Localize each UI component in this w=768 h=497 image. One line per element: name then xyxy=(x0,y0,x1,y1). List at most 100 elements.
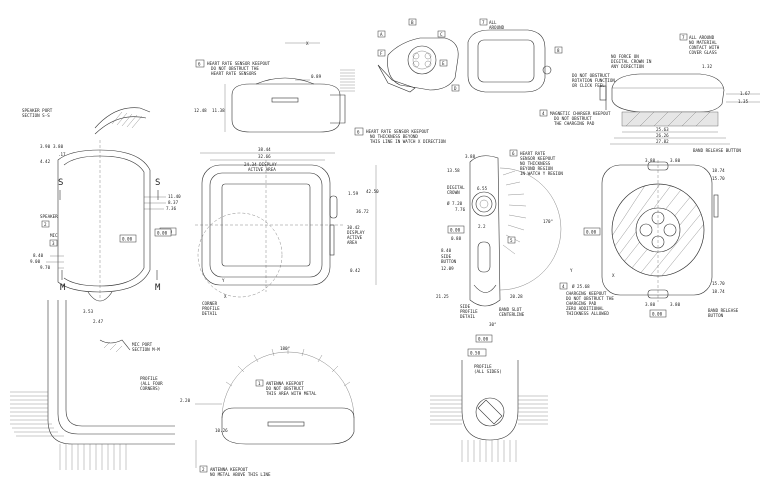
charging-keepout-5: THICKNESS ALLOWED xyxy=(566,311,609,316)
dim-25-63: 25.63 xyxy=(656,127,669,132)
dim-4-42: 4.42 xyxy=(40,159,51,164)
charging-keepout-2: DO NOT OBSTRUCT THE xyxy=(566,296,614,301)
profile-corners-3: CORNERS) xyxy=(140,386,160,391)
digital-crown-circle xyxy=(471,191,497,217)
dia-25-68: Ø 25.68 xyxy=(572,284,590,289)
dim-1-32: 1.32 xyxy=(702,64,713,69)
charger-keepout-1: MAGNETIC CHARGER KEEPOUT xyxy=(550,111,611,116)
tag-c: C xyxy=(440,32,443,37)
dim-18-74: 18.74 xyxy=(712,168,725,173)
dim-2-2: 2.2 xyxy=(478,224,486,229)
all-around-r3: CONTACT WITH xyxy=(689,45,720,50)
all-around-r4: COVER GLASS xyxy=(689,50,717,55)
dim-2-20: 2.20 xyxy=(180,398,191,403)
corner-detail-circle xyxy=(197,212,283,298)
profile-corners-2: (ALL FOUR xyxy=(140,381,163,386)
tag-e: E xyxy=(442,61,445,66)
dim-24-34-display: 24.34 DISPLAY xyxy=(244,162,277,167)
watch-side-body xyxy=(231,83,341,133)
mic-port-1: MIC PORT xyxy=(132,342,153,347)
profile-crown-circle xyxy=(475,397,505,427)
side-button-1: SIDE xyxy=(441,254,452,259)
all-around-1: ALL xyxy=(489,20,497,25)
angle-170: 170° xyxy=(543,219,553,224)
crown-note2-2: ROTATION FUNCTION xyxy=(572,78,615,83)
dim-2-47: 2.47 xyxy=(93,319,104,324)
crown-note2-3: OR CLICK FEEL xyxy=(572,83,605,88)
tag-7: 7 xyxy=(482,20,485,25)
dim-21-25: 21.25 xyxy=(436,294,449,299)
speaker-profile-curve-inner xyxy=(94,116,147,135)
display-active-1: DISPLAY xyxy=(347,230,365,235)
charging-keepout-3: CHARGING PAD xyxy=(566,301,597,306)
dim-10-26: 10.26 xyxy=(215,428,228,433)
profile-sides-2: (ALL SIDES) xyxy=(474,369,502,374)
dim-0-00-front: 0.00 xyxy=(157,231,168,236)
section-m-left: M xyxy=(60,283,66,293)
display-active-2: ACTIVE xyxy=(347,235,363,240)
tag-f: F xyxy=(380,51,383,56)
corner-profile-detail: MIC PORT SECTION M-M PROFILE (ALL FOUR C… xyxy=(10,300,175,470)
side-profile-2: PROFILE xyxy=(460,309,478,314)
watch-front-perspective xyxy=(467,29,546,93)
band-slot-1: BAND SLOT xyxy=(499,307,522,312)
crown-note-3: ANY DIRECTION xyxy=(611,64,644,69)
corner-profile-3: DETAIL xyxy=(202,311,218,316)
x-axis-label: X xyxy=(306,41,309,46)
antenna-keepout-2: DO NOT OBSTRUCT xyxy=(266,386,304,391)
perspective-band-edge xyxy=(377,64,416,93)
dim-12-09: 12.09 xyxy=(441,266,454,271)
corner-hatch-lines xyxy=(10,391,127,470)
dim-9-00-left: 9.00 xyxy=(30,259,41,264)
side-button-front xyxy=(329,224,335,256)
dim-0-50: 0.50 xyxy=(470,351,481,356)
dim-8-40-crown: 8.40 xyxy=(441,248,452,253)
dim-18-74-b: 18.74 xyxy=(712,289,725,294)
dim-0-42: 0.42 xyxy=(350,268,361,273)
display-active-3: AREA xyxy=(347,240,358,245)
antenna-keepout2-1: ANTENNA KEEPOUT xyxy=(210,467,248,472)
charger-zone-hatch xyxy=(625,111,711,127)
perspective-views: B A C D E F 7 ALL AROUND 8 xyxy=(377,18,563,93)
perspective-display xyxy=(477,39,535,83)
dim-3-90: 3.90 xyxy=(40,144,51,149)
side-hatch-right xyxy=(340,69,355,92)
dim-3-53: 3.53 xyxy=(83,309,94,314)
antenna-watch-body xyxy=(221,407,355,445)
profile-corners-1: PROFILE xyxy=(140,376,158,381)
hr-keepout-line2: DO NOT OBSTRUCT THE xyxy=(211,66,259,71)
antenna-keepout-view: 180° 1 ANTENNA KEEPOUT DO NOT OBSTRUCT T… xyxy=(180,346,355,477)
antenna-keepout2-2: NO METAL ABOVE THIS LINE xyxy=(210,472,271,477)
note-tag-6-text: 6 xyxy=(198,62,201,67)
tag-5: 5 xyxy=(510,238,513,243)
tag-d: D xyxy=(454,86,457,91)
hr-keepout2-line2: NO THICKNESS BEYOND xyxy=(370,134,418,139)
dim-0-00-crown: 0.00 xyxy=(450,228,461,233)
active-area-label: ACTIVE AREA xyxy=(248,167,276,172)
side-button-outline xyxy=(477,241,491,273)
hr-note-4: BEYOND REGION xyxy=(520,166,553,171)
tag-a: A xyxy=(380,32,383,37)
dim-38-44: 38.44 xyxy=(258,147,271,152)
dim-3-80: 3.80 xyxy=(53,144,64,149)
note-tag-6b xyxy=(354,127,364,136)
tag-6-crown: 6 xyxy=(512,151,515,156)
profile-sides-1: PROFILE xyxy=(474,364,492,369)
digital-crown-2: CROWN xyxy=(447,190,460,195)
hr-sensor-dome xyxy=(255,77,315,85)
hr-keepout2-line3: THIS LINE IN WATCH X DIRECTION xyxy=(370,139,446,144)
band-release2-1: BAND RELEASE xyxy=(708,308,739,313)
mic-port-hatch xyxy=(103,341,123,353)
section-s-left: S xyxy=(58,178,63,188)
dim-15-70: 15.70 xyxy=(712,176,725,181)
crown-note2-1: DO NOT OBSTRUCT xyxy=(572,73,610,78)
dim-3-88: 3.88 xyxy=(465,154,476,159)
dim-42-50: 42.50 xyxy=(366,189,379,194)
charger-keepout-zone xyxy=(621,111,719,127)
back-view: 3.80 3.80 BAND RELEASE BUTTON 18.74 15.7… xyxy=(559,148,741,318)
hr-keepout2-line1: HEART RATE SENSOR KEEPOUT xyxy=(366,129,430,134)
speaker-port-label-2: SECTION S-S xyxy=(22,113,50,118)
side-profile-1: SIDE xyxy=(460,304,471,309)
hr-sensor-slot xyxy=(271,97,299,103)
dim-8-40-left: 8.40 xyxy=(33,253,44,258)
